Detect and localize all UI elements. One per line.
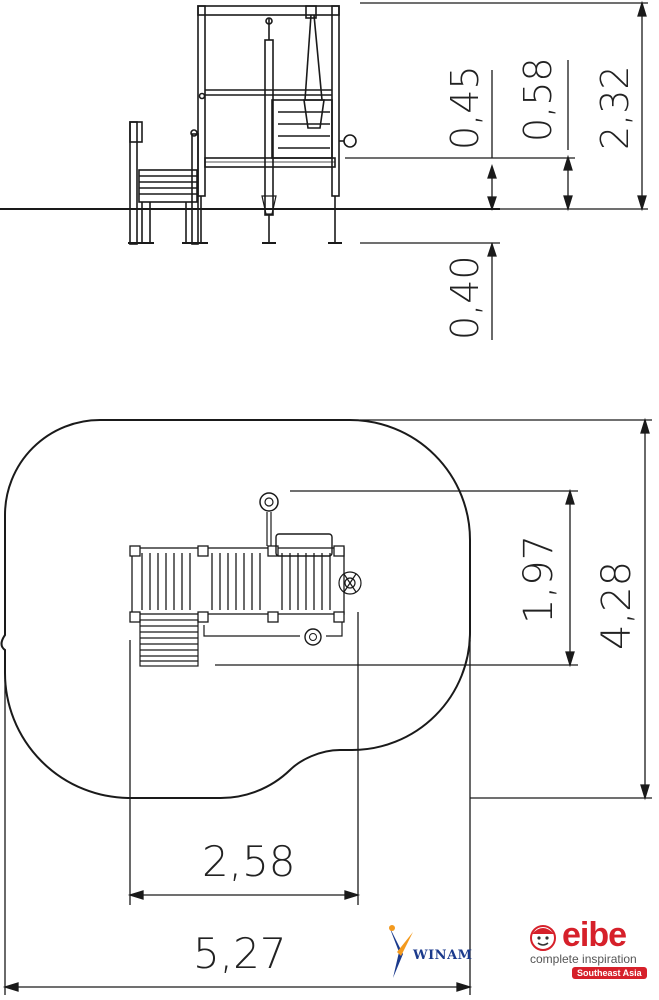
- pulley-plan: [259, 492, 279, 512]
- dim-area-depth: 4,28: [594, 561, 640, 650]
- pulley-hook: [265, 17, 273, 25]
- main-post-left: [197, 5, 206, 197]
- top-beam: [197, 5, 340, 16]
- swing-seat: [303, 99, 325, 129]
- eibe-logo: eibe complete inspiration Southeast Asia: [526, 916, 654, 982]
- eibe-region-badge: Southeast Asia: [572, 967, 647, 979]
- dim-area-width: 5,27: [193, 929, 287, 978]
- swing-chain: [313, 14, 323, 101]
- safety-area-outline: [0, 419, 471, 800]
- plan-view: [0, 419, 471, 800]
- stair-post-back: [129, 121, 138, 245]
- side-dimensions: [345, 0, 648, 340]
- winam-logo: WINAM: [383, 922, 501, 980]
- dim-equipment-depth: 1,97: [516, 535, 562, 624]
- side-elevation: [0, 5, 500, 245]
- eibe-wordmark: eibe: [562, 916, 627, 954]
- deck-plan: [129, 545, 345, 623]
- stairs-plan: [139, 619, 199, 667]
- winam-wordmark: WINAM: [413, 948, 473, 963]
- wheel-plan: [304, 628, 322, 646]
- plan-dimensions: [2, 417, 652, 995]
- gear-plan: [338, 571, 362, 595]
- dim-equipment-width: 2,58: [202, 837, 296, 886]
- eibe-tagline: complete inspiration: [530, 952, 637, 966]
- panel-frame: [271, 99, 333, 159]
- winam-figure-icon: [389, 925, 413, 978]
- bottom-rail-plan: [203, 625, 300, 637]
- stair-block: [138, 169, 198, 203]
- swing-chain: [304, 14, 312, 101]
- dim-fall-height-2: 0,58: [516, 57, 560, 142]
- swing-seat-plan: [275, 533, 333, 557]
- dim-foundation-depth: 0,40: [443, 255, 487, 340]
- dim-fall-height-1: 0,45: [443, 65, 487, 150]
- stair-handrail: [129, 121, 143, 143]
- dim-total-height: 2,32: [593, 65, 637, 150]
- deck: [204, 157, 336, 168]
- side-wheel: [343, 134, 357, 148]
- eibe-face-icon: [530, 925, 556, 951]
